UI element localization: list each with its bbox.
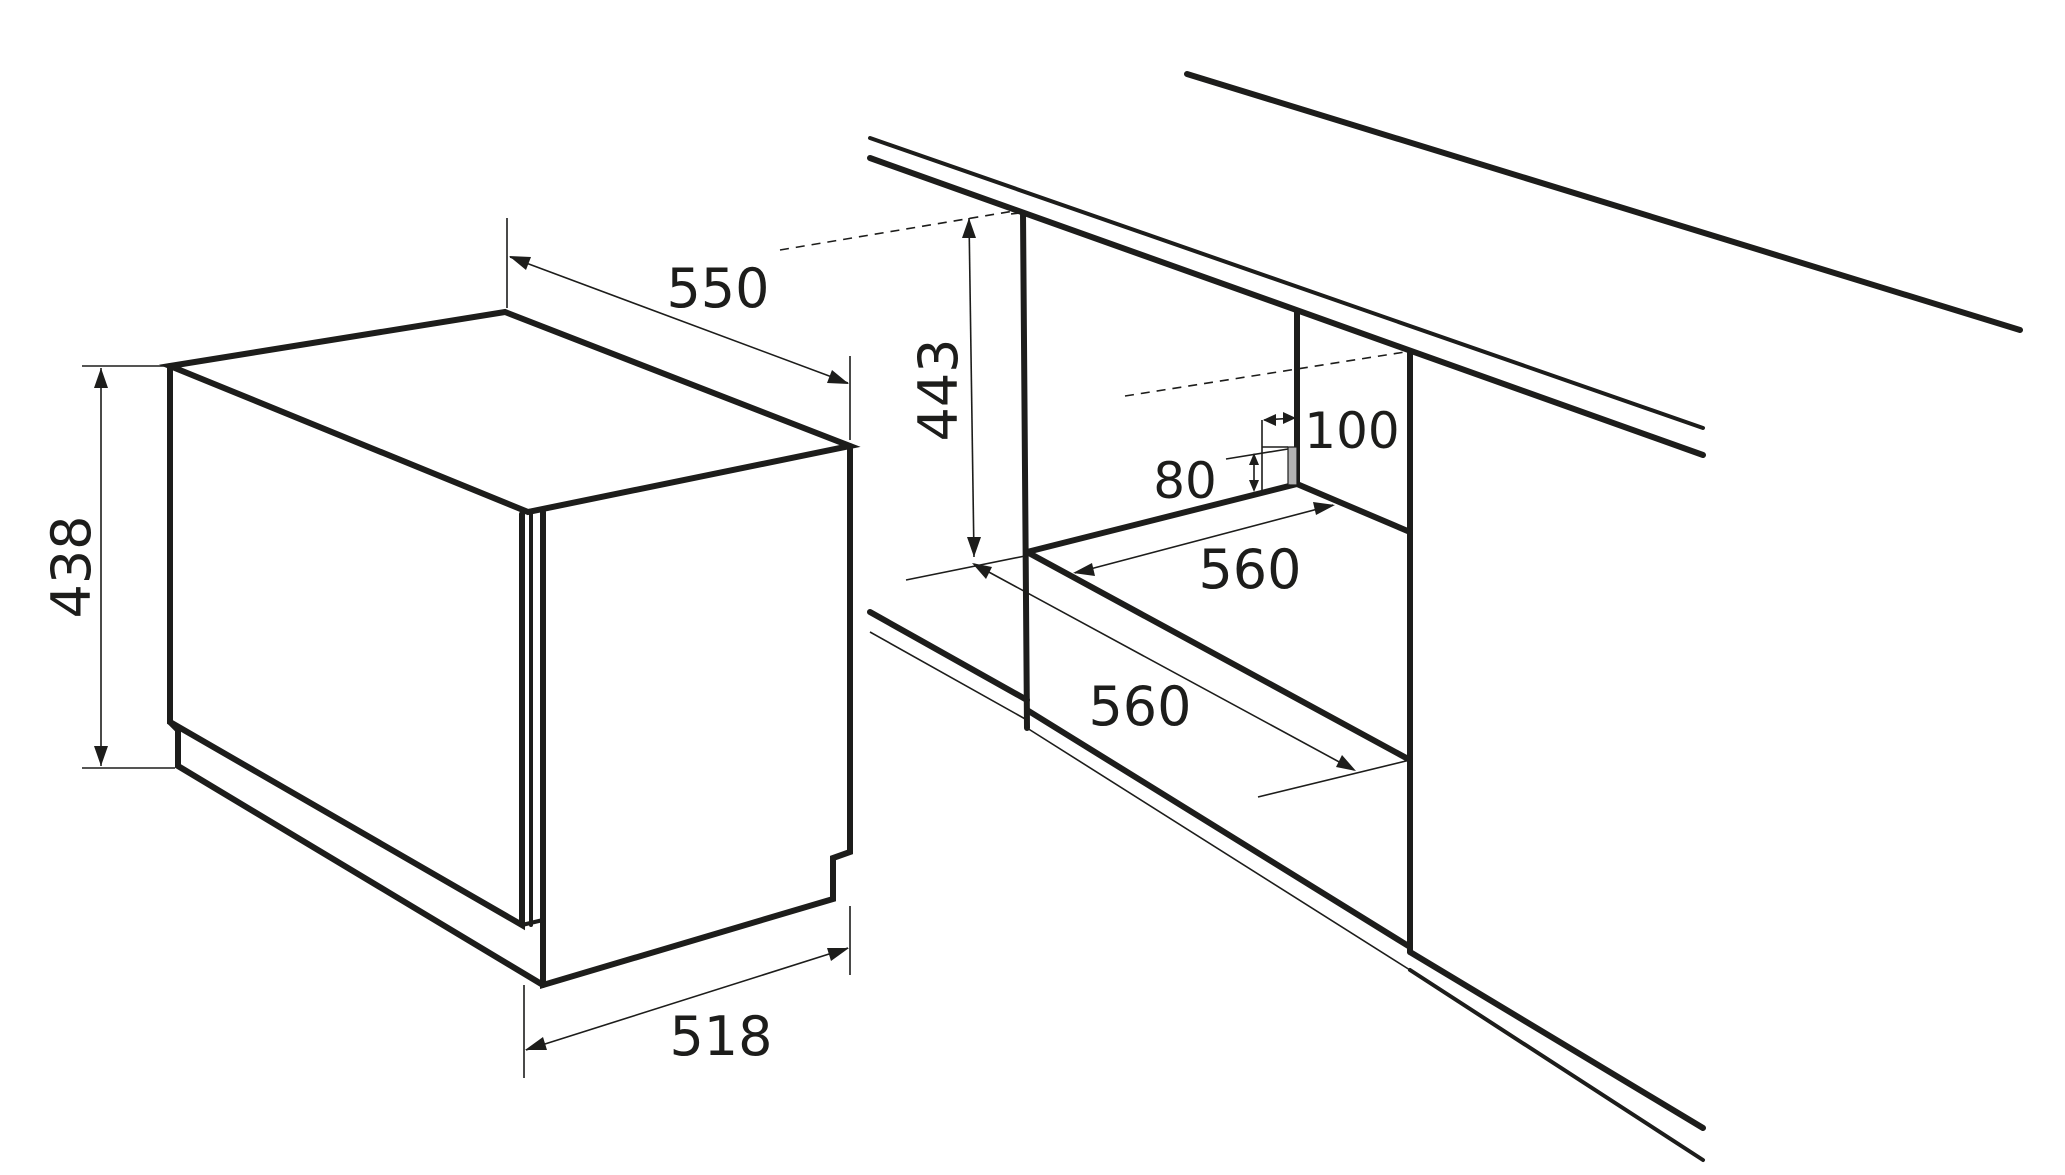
niche-left-wall	[1020, 210, 1030, 731]
countertop-edge	[867, 155, 1706, 458]
appliance-front-panel	[540, 443, 853, 990]
arrow-icon	[94, 368, 108, 388]
dimension-niche-inner-width: 560	[1073, 502, 1335, 601]
appliance-plinth	[167, 719, 546, 988]
label-appliance-height: 438	[40, 515, 103, 618]
label-appliance-width: 518	[669, 1005, 772, 1068]
arrow-icon	[827, 370, 849, 384]
arrow-icon	[972, 563, 992, 579]
base-edge	[869, 631, 1028, 721]
niche-drawing	[867, 71, 2023, 1162]
label-niche-inner-width: 560	[1198, 538, 1301, 601]
label-niche-depth: 560	[1088, 675, 1191, 738]
vent-opening	[1287, 446, 1298, 486]
label-vent-height: 80	[1153, 452, 1217, 510]
arrow-icon	[1249, 480, 1259, 492]
arrow-icon	[1283, 412, 1296, 424]
arrow-icon	[967, 537, 981, 557]
base-edge	[867, 609, 1030, 703]
appliance-top-face	[158, 308, 861, 516]
arrow-icon	[94, 746, 108, 766]
label-niche-height: 443	[907, 338, 970, 441]
appliance-side-face	[167, 363, 525, 931]
arrow-icon	[1313, 502, 1335, 515]
dimension-niche-depth: 560	[972, 563, 1411, 798]
base-right-edge	[1408, 968, 1705, 1162]
arrow-icon	[525, 1037, 547, 1050]
base-front-edge	[1024, 707, 1413, 950]
label-vent-depth: 100	[1304, 402, 1399, 460]
dimension-appliance-width: 518	[523, 906, 851, 1078]
base-right-edge	[1407, 949, 1706, 1131]
dimension-vent-depth: 100	[1124, 351, 1406, 460]
arrow-icon	[1073, 563, 1095, 576]
label-appliance-depth: 550	[666, 257, 769, 320]
arrow-icon	[1336, 755, 1356, 771]
arrow-icon	[1249, 453, 1259, 465]
dimension-niche-height: 443	[905, 212, 1026, 581]
dimension-vent-height: 80	[1153, 448, 1289, 510]
arrow-icon	[509, 256, 531, 270]
base-front-edge	[1026, 727, 1411, 971]
appliance-drawing	[158, 308, 861, 990]
niche-floor-front-edge	[1024, 549, 1413, 763]
appliance-plinth-edge	[520, 918, 545, 927]
dimension-appliance-height: 438	[40, 365, 175, 769]
arrow-icon	[827, 948, 849, 961]
countertop-edge	[868, 136, 1705, 430]
arrow-icon	[1263, 414, 1276, 426]
dimension-appliance-depth: 550	[506, 209, 1021, 440]
niche-floor-back-edge	[1024, 481, 1300, 555]
arrow-icon	[962, 218, 976, 238]
wall-line	[1184, 71, 2023, 333]
niche-floor-right-edge	[1294, 481, 1413, 535]
